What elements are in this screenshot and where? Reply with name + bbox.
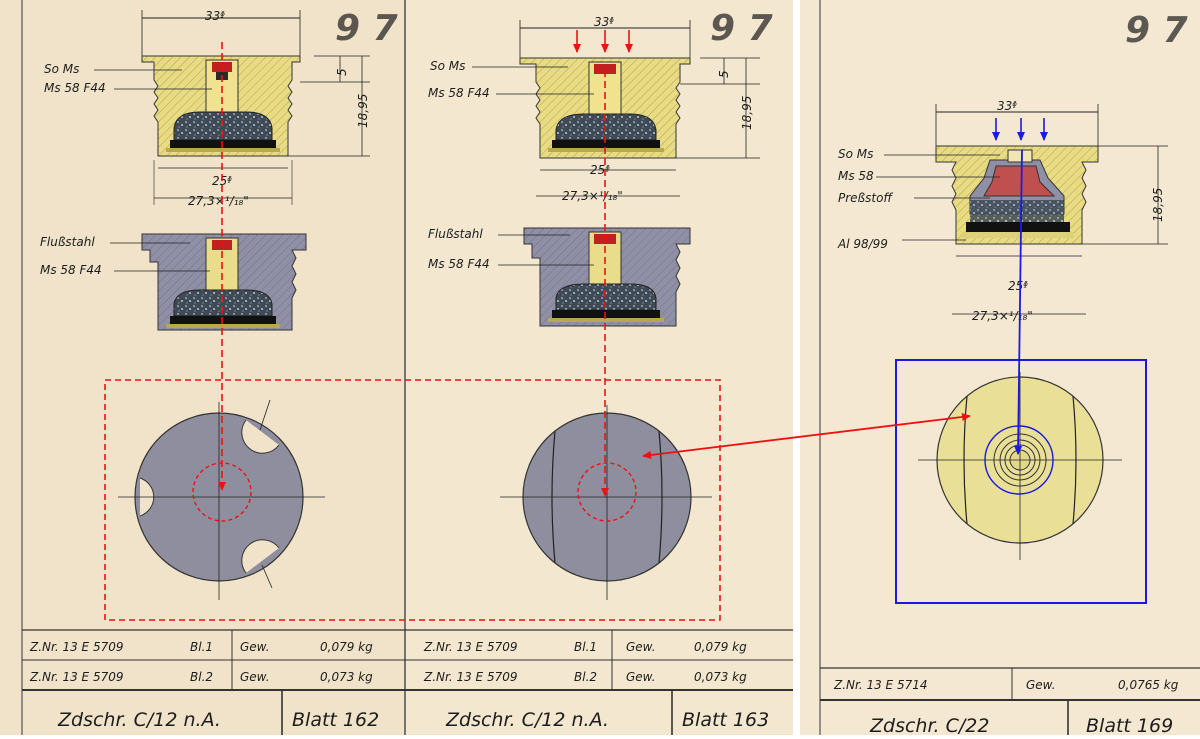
znr-cell: Z.Nr. 13 E 5714 bbox=[833, 678, 928, 692]
znr-cell: Z.Nr. 13 E 5709 bbox=[29, 640, 124, 654]
sheet-2: 33ᶲ 5 18,95 So Ms Ms 58 F44 25ᶲ 27,3×¹/₁… bbox=[405, 15, 793, 735]
brass-fuze-section-alt bbox=[935, 145, 1099, 245]
dim-5: 5 bbox=[717, 70, 731, 78]
weight-cell: 0,079 kg bbox=[694, 640, 747, 654]
footer-blatt: Blatt 162 bbox=[292, 709, 379, 731]
dim-25: 25ᶲ bbox=[1008, 279, 1028, 293]
znr-cell: Z.Nr. 13 E 5709 bbox=[29, 670, 124, 684]
footer-title: Zdschr. C/22 bbox=[869, 715, 989, 735]
red-dashed-comparison-box bbox=[104, 379, 721, 621]
svg-text:9 7: 9 7 bbox=[1125, 10, 1188, 51]
dim-5: 5 bbox=[335, 68, 349, 76]
top-view-disc-1 bbox=[118, 399, 325, 600]
label-flussstahl: Flußstahl bbox=[428, 227, 483, 241]
title-block-2: Z.Nr. 13 E 5709 Bl.1 Gew. 0,079 kg Z.Nr.… bbox=[405, 629, 793, 735]
top-view-disc-3 bbox=[918, 372, 1122, 560]
weight-cell: 0,073 kg bbox=[320, 670, 373, 684]
dim-thread: 27,3×¹/₁₈" bbox=[562, 189, 623, 203]
sheet-3: 33ᶲ 18,95 So Ms Ms 58 Preßstoff Al 98/99… bbox=[820, 99, 1200, 737]
blue-axis-arrow bbox=[1014, 149, 1023, 455]
dim-18-95: 18,95 bbox=[1151, 188, 1165, 222]
title-block-1: Z.Nr. 13 E 5709 Bl.1 Gew. 0,079 kg Z.Nr.… bbox=[22, 629, 405, 735]
footer-blatt: Blatt 169 bbox=[1086, 715, 1173, 735]
gew-cell: Gew. bbox=[626, 670, 656, 684]
brass-fuze-section bbox=[141, 55, 301, 157]
label-pressstoff: Preßstoff bbox=[838, 191, 893, 205]
dim-thread: 27,3×¹/₁₈" bbox=[188, 194, 249, 208]
weight-cell: 0,079 kg bbox=[320, 640, 373, 654]
title-block-3: Z.Nr. 13 E 5714 Gew. 0,0765 kg Zdschr. C… bbox=[820, 667, 1200, 737]
bl-cell: Bl.1 bbox=[574, 640, 597, 654]
label-so-ms: So Ms bbox=[838, 147, 873, 161]
dim-18-95: 18,95 bbox=[356, 94, 370, 128]
gew-cell: Gew. bbox=[240, 640, 270, 654]
gew-cell: Gew. bbox=[1026, 678, 1056, 692]
dim-diameter-33: 33ᶲ bbox=[205, 9, 225, 23]
gew-cell: Gew. bbox=[626, 640, 656, 654]
svg-text:9 7: 9 7 bbox=[335, 8, 398, 49]
bl-cell: Bl.2 bbox=[574, 670, 597, 684]
dim-thread: 27,3×¹/₁₈" bbox=[972, 309, 1033, 323]
label-so-ms: So Ms bbox=[430, 59, 465, 73]
dim-25: 25ᶲ bbox=[590, 163, 610, 177]
label-flussstahl: Flußstahl bbox=[40, 235, 95, 249]
svg-text:9 7: 9 7 bbox=[710, 8, 773, 49]
sheet-3-paper bbox=[800, 0, 1200, 735]
label-ms58f44-bottom: Ms 58 F44 bbox=[40, 263, 102, 277]
dim-diameter-33: 33ᶲ bbox=[594, 15, 614, 29]
sheet-gap bbox=[793, 0, 800, 735]
steel-fuze-section bbox=[141, 233, 307, 331]
steel-fuze-section bbox=[523, 227, 691, 327]
label-ms58f44-bottom: Ms 58 F44 bbox=[428, 257, 490, 271]
dim-18-95: 18,95 bbox=[740, 96, 754, 130]
label-al9899: Al 98/99 bbox=[837, 237, 888, 251]
znr-cell: Z.Nr. 13 E 5709 bbox=[423, 640, 518, 654]
sheet-1: 33ᶲ 5 18,95 So Ms Ms 58 F44 25ᶲ bbox=[22, 9, 405, 735]
footer-title: Zdschr. C/12 n.A. bbox=[445, 709, 609, 731]
weight-cell: 0,073 kg bbox=[694, 670, 747, 684]
red-target-circle-2 bbox=[577, 462, 637, 522]
label-ms58: Ms 58 bbox=[838, 169, 874, 183]
footer-blatt: Blatt 163 bbox=[682, 709, 769, 731]
footer-title: Zdschr. C/12 n.A. bbox=[57, 709, 221, 731]
label-ms58f44: Ms 58 F44 bbox=[44, 81, 106, 95]
red-double-arrow bbox=[642, 413, 971, 459]
bl-cell: Bl.1 bbox=[190, 640, 213, 654]
bl-cell: Bl.2 bbox=[190, 670, 213, 684]
gew-cell: Gew. bbox=[240, 670, 270, 684]
znr-cell: Z.Nr. 13 E 5709 bbox=[423, 670, 518, 684]
weight-cell: 0,0765 kg bbox=[1118, 678, 1179, 692]
label-ms58f44: Ms 58 F44 bbox=[428, 86, 490, 100]
dim-diameter-33: 33ᶲ bbox=[997, 99, 1017, 113]
label-so-ms: So Ms bbox=[44, 62, 79, 76]
blue-highlight-box bbox=[895, 359, 1147, 604]
